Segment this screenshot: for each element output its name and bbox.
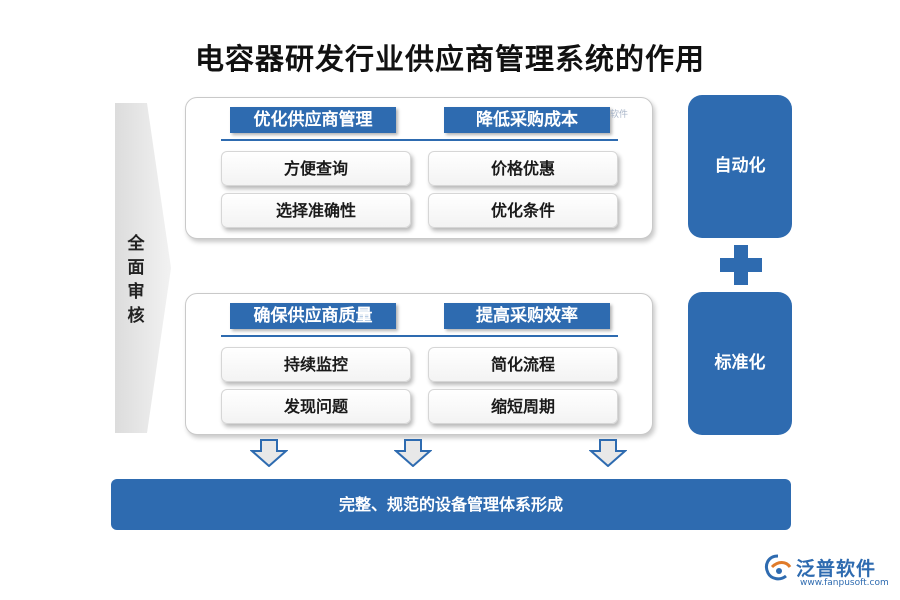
down-arrow-icon [589,439,627,467]
divider [221,139,618,141]
down-arrow-icon [394,439,432,467]
bottom-panel: 确保供应商质量 提高采购效率 持续监控 简化流程 发现问题 缩短周期 [185,293,653,435]
item-selection-accuracy: 选择准确性 [221,193,411,228]
down-arrow-icon [250,439,288,467]
item-find-problems: 发现问题 [221,389,411,424]
automation-box: 自动化 [688,95,792,238]
item-shorten-cycle: 缩短周期 [428,389,618,424]
item-price-discount: 价格优惠 [428,151,618,186]
logo-name: 泛普软件 [796,558,877,580]
logo-url: www.fanpusoft.com [800,578,889,588]
divider [221,335,618,337]
left-label: 全面审核 [127,234,145,326]
item-optimize-conditions: 优化条件 [428,193,618,228]
fanpu-logo-icon [764,554,792,581]
plus-icon [720,245,762,285]
header-ensure-quality: 确保供应商质量 [230,303,396,329]
watermark: 软件 [610,110,629,120]
header-improve-efficiency: 提高采购效率 [444,303,610,329]
item-convenient-query: 方便查询 [221,151,411,186]
header-reduce-cost: 降低采购成本 [444,107,610,133]
left-chevron-arrow [115,103,171,433]
header-optimize-supplier: 优化供应商管理 [230,107,396,133]
page-title: 电容器研发行业供应商管理系统的作用 [194,42,705,76]
result-bar: 完整、规范的设备管理体系形成 [111,479,791,530]
top-panel: 优化供应商管理 降低采购成本 方便查询 价格优惠 选择准确性 优化条件 [185,97,653,239]
item-continuous-monitoring: 持续监控 [221,347,411,382]
item-simplify-process: 简化流程 [428,347,618,382]
standardization-box: 标准化 [688,292,792,435]
